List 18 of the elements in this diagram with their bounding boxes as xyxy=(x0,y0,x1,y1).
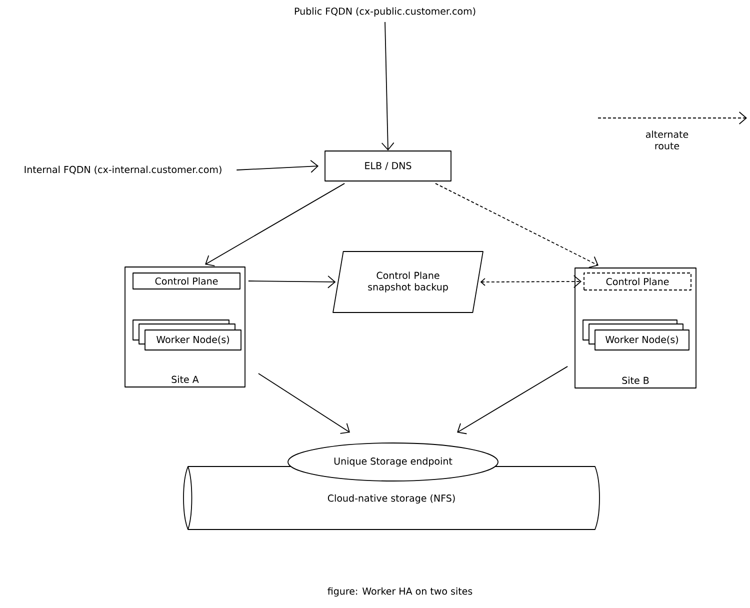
arrow xyxy=(205,183,345,266)
arrow xyxy=(381,22,394,151)
backup-parallelogram: Control Plane snapshot backup xyxy=(332,251,484,313)
figure-caption: figure: Worker HA on two sites xyxy=(328,587,472,597)
control-plane-box: Control Plane xyxy=(584,272,692,290)
control-plane-box: Control Plane xyxy=(132,272,240,290)
worker-card-stack: Worker Node(s) xyxy=(582,320,690,350)
arrow xyxy=(258,373,350,434)
dashed-arrow xyxy=(480,275,582,288)
address-label: Public FQDN (cx-public.customer.com) xyxy=(294,7,476,17)
arrow xyxy=(248,275,336,288)
worker-card-stack: Worker Node(s) xyxy=(132,320,242,350)
arrow xyxy=(236,160,319,173)
legend-label: alternate route xyxy=(646,130,688,150)
dashed-arrow xyxy=(435,183,598,268)
load-balancer-box: ELB / DNS xyxy=(324,150,452,182)
arrow xyxy=(457,366,568,434)
address-label: Internal FQDN (cx-internal.customer.com) xyxy=(24,166,222,174)
